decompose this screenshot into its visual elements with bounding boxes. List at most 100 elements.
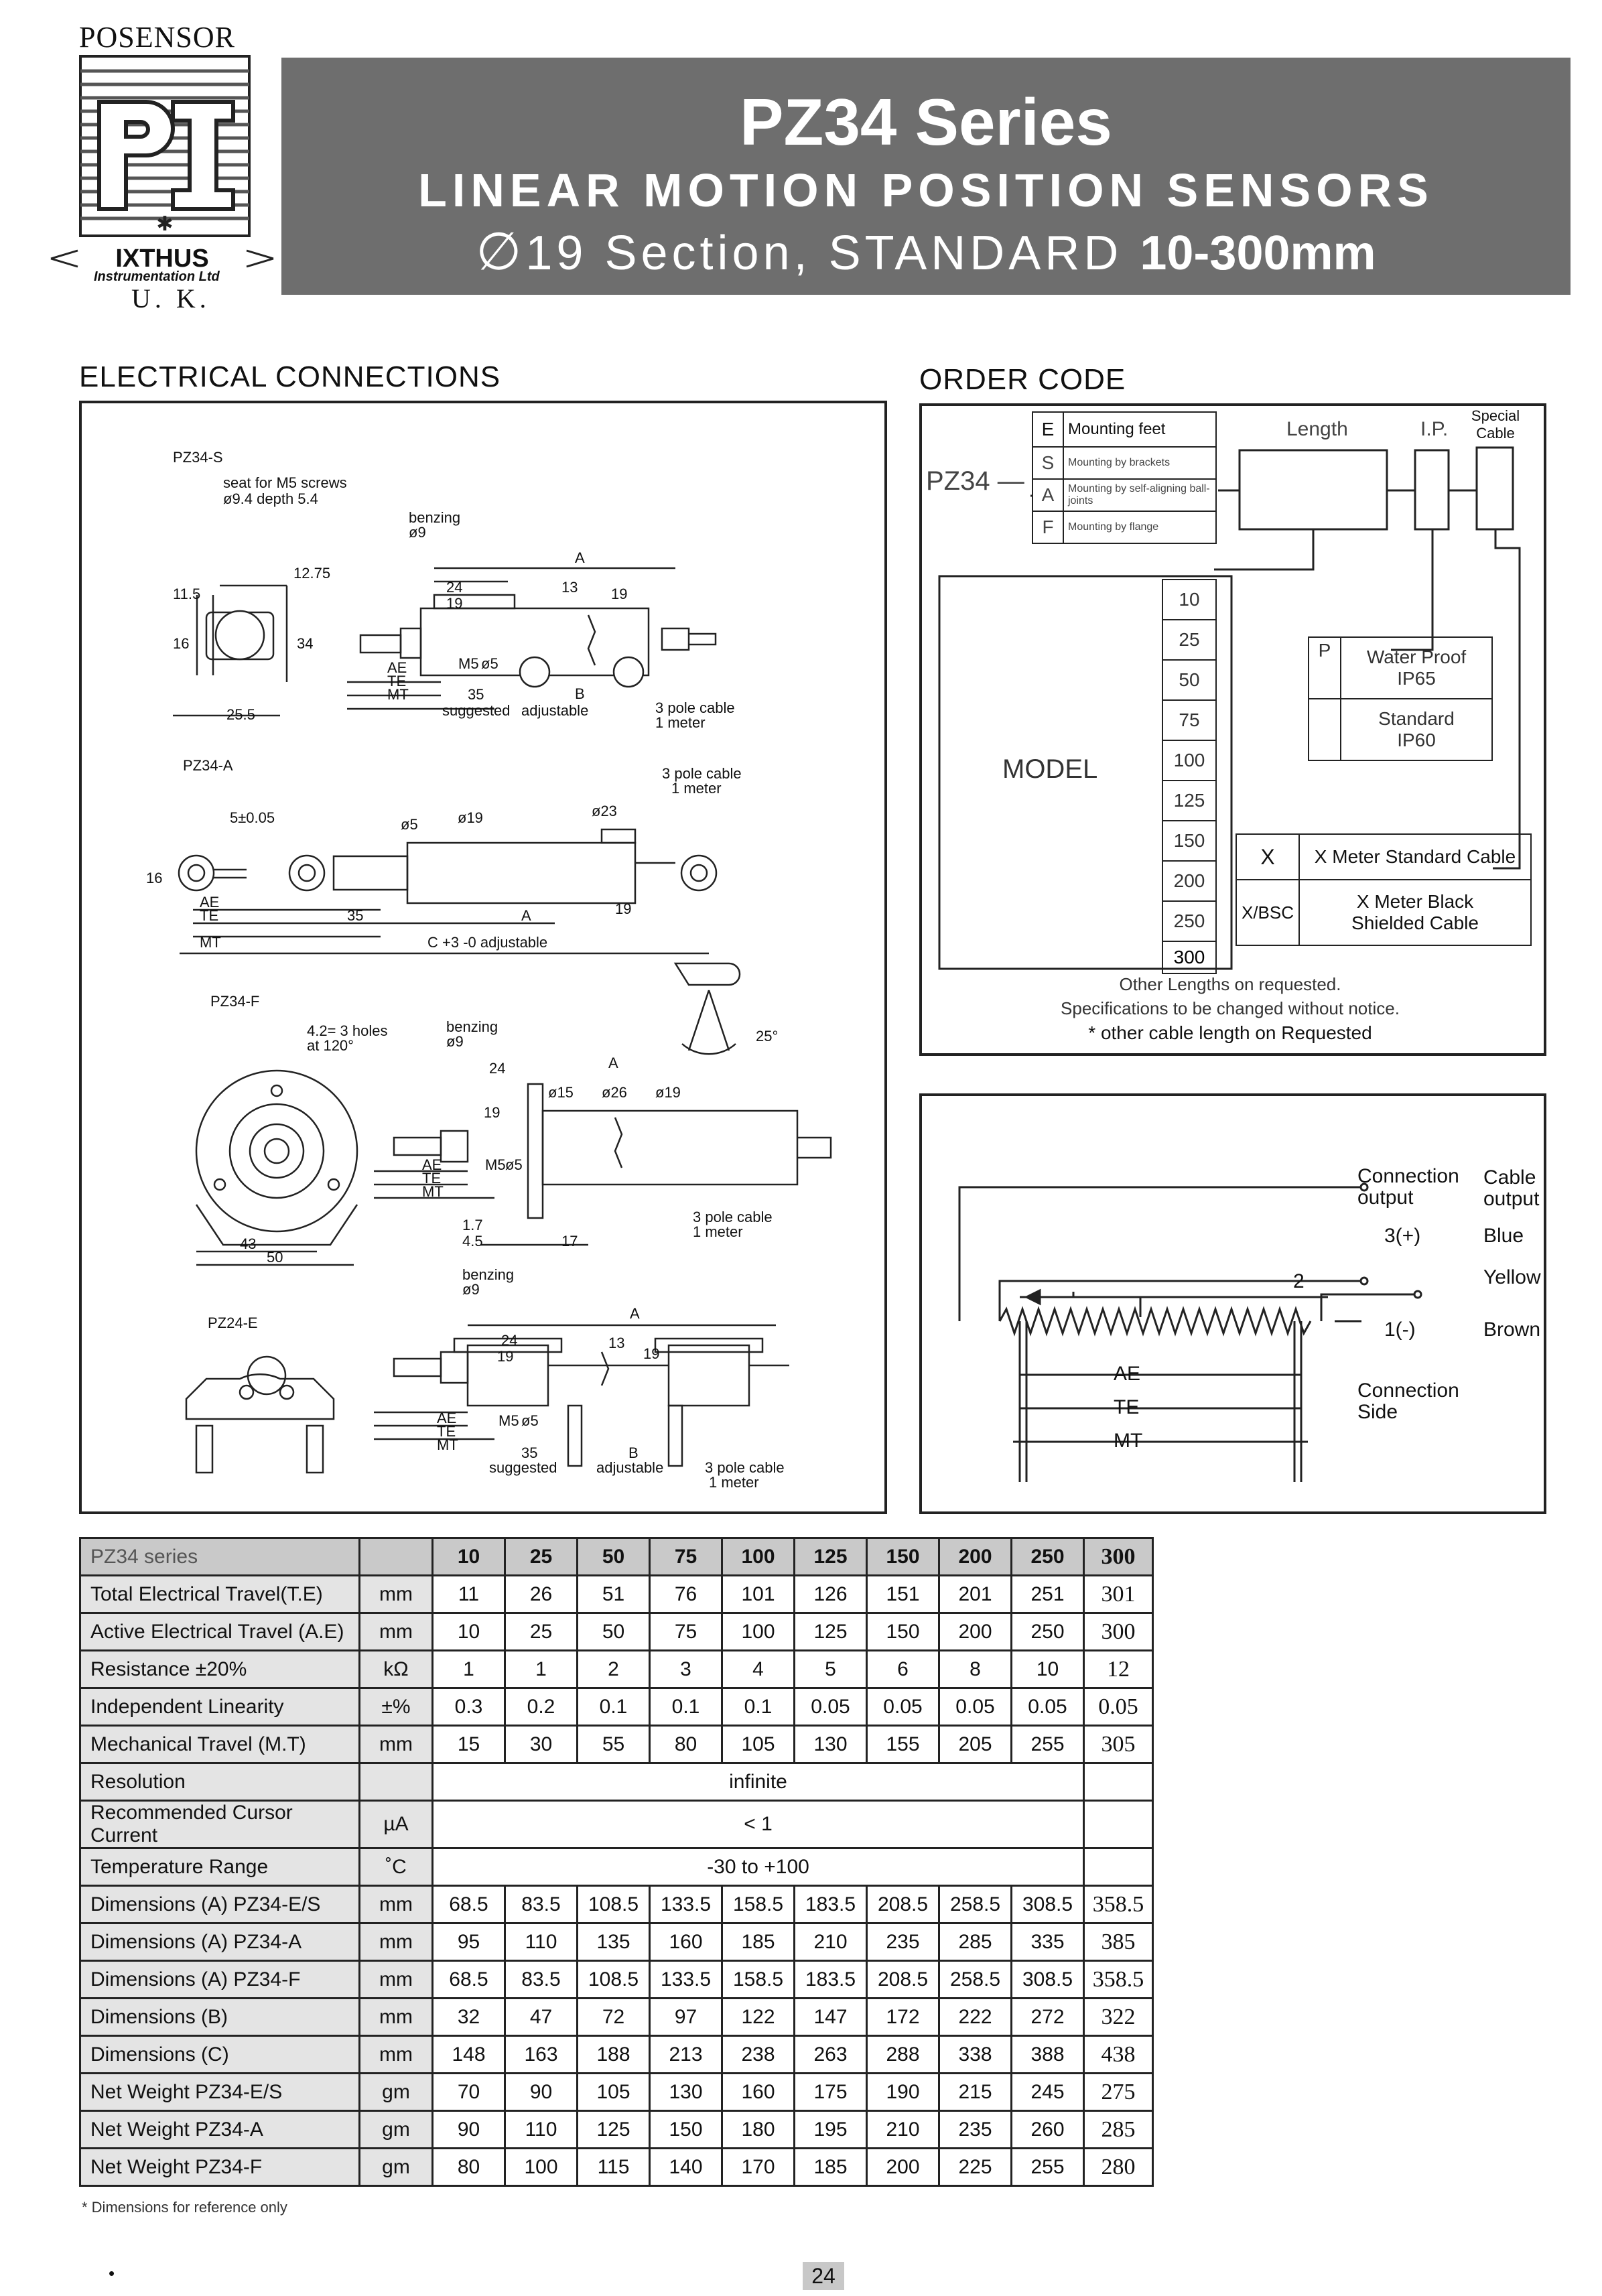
spec-row-empty-cell (1083, 1762, 1154, 1802)
dim-13-e: 13 (608, 1335, 624, 1351)
dim-19-e: 19 (497, 1348, 513, 1365)
ip-label: Standard IP60 (1340, 698, 1493, 761)
spec-row-value: 210 (793, 1922, 868, 1962)
spec-row-value: 2 (576, 1649, 651, 1689)
dim-te-e: TE (437, 1423, 456, 1440)
wiring-pin-2: 2 (1293, 1270, 1305, 1292)
spec-row-value: 5 (793, 1649, 868, 1689)
dim-19-v-e: 19 (643, 1345, 659, 1362)
spec-row-value: 200 (938, 1612, 1012, 1651)
spec-row-value: 322 (1083, 1997, 1154, 2037)
spec-row-value: 0.05 (1010, 1687, 1085, 1727)
electrical-heading: ELECTRICAL CONNECTIONS (79, 360, 501, 393)
length-cell: 100 (1162, 740, 1217, 781)
dim-19-f: 19 (484, 1104, 500, 1121)
wiring-color-blue: Blue (1483, 1225, 1524, 1247)
spec-row-value: 160 (721, 2072, 795, 2112)
order-note-cable-length: * other cable length on Requested (1088, 1022, 1372, 1043)
spec-row-value: 95 (431, 1922, 506, 1962)
dim-a-a: A (521, 907, 531, 924)
spec-row-value: 10 (431, 1612, 506, 1651)
spec-row-value: 285 (1083, 2110, 1154, 2149)
dim-tolerance: 5±0.05 (230, 809, 275, 826)
logo-brand: IXTHUS (115, 245, 208, 272)
spec-row-value: 100 (504, 2147, 578, 2187)
wiring-connection-side: Connection Side (1357, 1379, 1459, 1423)
label-pz24-e: PZ24-E (208, 1314, 258, 1331)
spec-row-unit: gm (358, 2072, 433, 2112)
spec-row-value: 188 (576, 2035, 651, 2074)
spec-row-unit: mm (358, 1885, 433, 1924)
spec-row-value: 272 (1010, 1997, 1085, 2037)
spec-row-unit (358, 1762, 433, 1802)
dim-43: 43 (240, 1235, 256, 1252)
title-banner: PZ34 Series LINEAR MOTION POSITION SENSO… (281, 58, 1571, 295)
wiring-panel (919, 1093, 1546, 1514)
spec-row-value: 130 (649, 2072, 723, 2112)
spec-row-value: 0.1 (649, 1687, 723, 1727)
electrical-drawings-panel (79, 401, 887, 1514)
ip-code: P (1308, 636, 1341, 699)
spec-row-value: 100 (721, 1612, 795, 1651)
spec-row-value: 122 (721, 1997, 795, 2037)
spec-row-empty-cell (1083, 1847, 1154, 1887)
dim-4-5: 4.5 (462, 1233, 483, 1250)
label-benzing-f-a: benzing (446, 1018, 498, 1035)
spec-row-value: 308.5 (1010, 1960, 1085, 1999)
spec-row-value: 55 (576, 1725, 651, 1764)
dim-o19-f: ø19 (655, 1084, 681, 1101)
spec-row-value: 175 (793, 2072, 868, 2112)
spec-row-empty-cell (1083, 1800, 1154, 1849)
dim-50: 50 (267, 1249, 283, 1266)
spec-row-value: 438 (1083, 2035, 1154, 2074)
length-cell: 10 (1162, 579, 1217, 620)
banner-range: 10-300mm (1140, 226, 1376, 280)
spec-row-value: 208.5 (866, 1960, 940, 1999)
spec-row-value: 0.05 (866, 1687, 940, 1727)
dim-35-a: 35 (347, 907, 363, 924)
spec-row-value: 151 (866, 1574, 940, 1614)
order-model-label: MODEL (1002, 754, 1098, 784)
spec-row-value: 126 (793, 1574, 868, 1614)
spec-header-length: 75 (649, 1537, 723, 1576)
spec-row-value: 1 (504, 1649, 578, 1689)
dim-25-5: 25.5 (226, 706, 255, 723)
dim-o26-f: ø26 (602, 1084, 627, 1101)
spec-row-value: 147 (793, 1997, 868, 2037)
length-cell: 50 (1162, 659, 1217, 701)
spec-row-value: 308.5 (1010, 1885, 1085, 1924)
spec-row-value: 215 (938, 2072, 1012, 2112)
cable-code: X (1236, 833, 1300, 880)
spec-header-length: 300 (1083, 1537, 1154, 1576)
spec-row-value: 11 (431, 1574, 506, 1614)
spec-row-unit: mm (358, 2035, 433, 2074)
label-cable-b-2: 1 meter (671, 780, 722, 797)
spec-row-value: 133.5 (649, 1960, 723, 1999)
diameter-icon: ∅ (476, 222, 526, 281)
spec-row-value: 201 (938, 1574, 1012, 1614)
spec-row-value: 255 (1010, 2147, 1085, 2187)
spec-row-unit: mm (358, 1574, 433, 1614)
label-benzing-a: benzing (409, 509, 460, 526)
spec-row-value: 158.5 (721, 1885, 795, 1924)
spec-row-value: 47 (504, 1997, 578, 2037)
label-pz34-f: PZ34-F (210, 993, 259, 1010)
spec-row-value: 30 (504, 1725, 578, 1764)
order-special-cable: Special Cable (1471, 407, 1520, 442)
dim-17: 17 (561, 1233, 578, 1250)
spec-row-unit: mm (358, 1612, 433, 1651)
spec-row-value: 163 (504, 2035, 578, 2074)
banner-section: 19 Section, STANDARD (525, 226, 1123, 280)
spec-row-label: Dimensions (A) PZ34-A (79, 1922, 360, 1962)
spec-row-value: 110 (504, 2110, 578, 2149)
spec-row-value: 258.5 (938, 1885, 1012, 1924)
label-cable-f-b: 1 meter (693, 1223, 743, 1240)
length-cell: 25 (1162, 619, 1217, 661)
dim-24-f: 24 (489, 1060, 505, 1077)
spec-row-value: 25 (504, 1612, 578, 1651)
